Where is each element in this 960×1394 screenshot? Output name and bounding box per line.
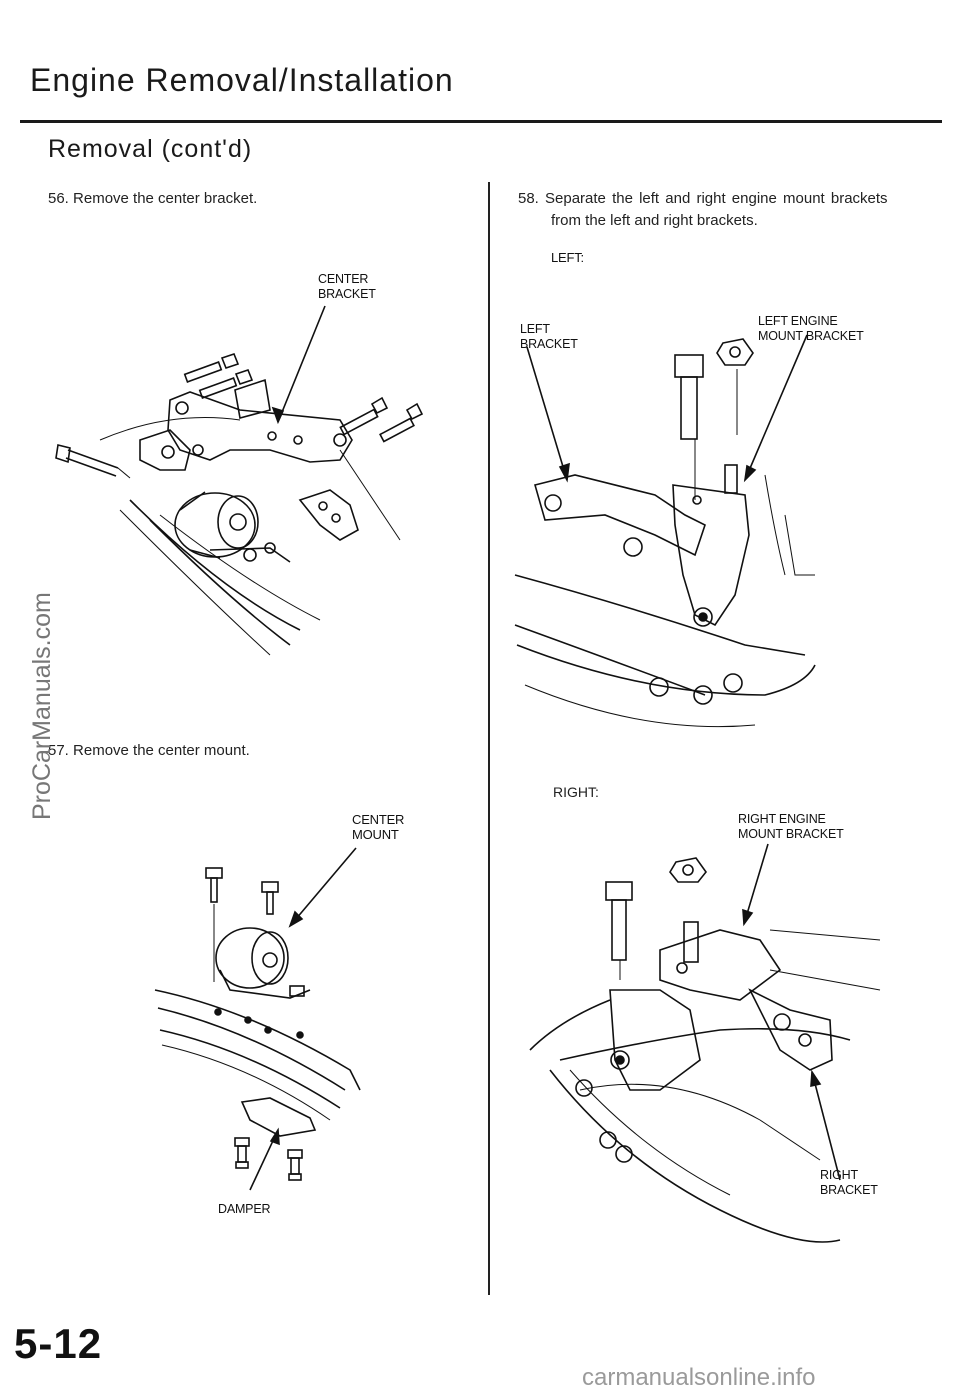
left-engine-mount-bracket-label: LEFT ENGINE MOUNT BRACKET bbox=[758, 314, 864, 344]
mount-bolt-2 bbox=[261, 881, 279, 915]
mount-bolt-1 bbox=[205, 867, 223, 903]
left-mount-illustration bbox=[514, 334, 816, 728]
left-bolt bbox=[674, 354, 704, 440]
section-subtitle: Removal (cont'd) bbox=[48, 135, 253, 163]
center-bracket-label: CENTER BRACKET bbox=[318, 272, 376, 302]
center-bracket-label-line2: BRACKET bbox=[318, 287, 376, 301]
step-58-line1: 58. Separate the left and right engine m… bbox=[518, 190, 888, 207]
left-engine-mount-leader bbox=[744, 334, 808, 481]
left-bracket-leader bbox=[526, 346, 568, 481]
left-bracket-label-line2: BRACKET bbox=[520, 337, 578, 351]
step-56: 56. Remove the center bracket. bbox=[48, 190, 258, 207]
center-mount-illustration bbox=[154, 847, 361, 1191]
right-engine-mount-bracket-label: RIGHT ENGINE MOUNT BRACKET bbox=[738, 812, 844, 842]
left-engine-mount-label-line1: LEFT ENGINE bbox=[758, 314, 838, 328]
step-57: 57. Remove the center mount. bbox=[48, 742, 250, 759]
bolt-2 bbox=[198, 369, 254, 399]
left-bracket-label: LEFT BRACKET bbox=[520, 322, 578, 352]
right-engine-mount-label-line1: RIGHT ENGINE bbox=[738, 812, 826, 826]
left-bracket-label-line1: LEFT bbox=[520, 322, 550, 336]
damper-bolt-2 bbox=[287, 1149, 303, 1181]
center-bracket-illustration bbox=[55, 305, 424, 656]
left-heading: LEFT: bbox=[551, 250, 584, 265]
right-bracket-leader bbox=[811, 1071, 841, 1181]
right-engine-mount-label-line2: MOUNT BRACKET bbox=[738, 827, 844, 841]
right-bracket-label-line2: BRACKET bbox=[820, 1183, 878, 1197]
right-heading: RIGHT: bbox=[553, 784, 599, 800]
center-bracket-label-line1: CENTER bbox=[318, 272, 369, 286]
center-mount-label-line1: CENTER bbox=[352, 812, 405, 827]
right-mount-illustration bbox=[529, 843, 881, 1243]
damper-label: DAMPER bbox=[218, 1202, 271, 1216]
left-nut bbox=[716, 338, 754, 366]
left-engine-mount-label-line2: MOUNT BRACKET bbox=[758, 329, 864, 343]
right-engine-mount-leader bbox=[743, 843, 769, 925]
center-bracket-leader bbox=[277, 305, 326, 423]
damper-bolt-1 bbox=[234, 1137, 250, 1169]
center-mount-label-line2: MOUNT bbox=[352, 827, 399, 842]
right-bolt bbox=[605, 881, 633, 961]
center-mount-label: CENTER MOUNT bbox=[352, 812, 404, 842]
side-watermark: ProCarManuals.com bbox=[28, 592, 56, 820]
bottom-watermark: carmanualsonline.info bbox=[582, 1364, 816, 1391]
center-mount-leader bbox=[289, 847, 357, 927]
page-title: Engine Removal/Installation bbox=[30, 62, 454, 98]
bolt-1 bbox=[183, 353, 240, 383]
column-divider bbox=[488, 182, 490, 1295]
title-rule bbox=[20, 120, 942, 123]
page-number: 5-12 bbox=[14, 1320, 103, 1367]
step-58-line2: from the left and right brackets. bbox=[551, 212, 758, 229]
right-nut bbox=[669, 857, 708, 883]
